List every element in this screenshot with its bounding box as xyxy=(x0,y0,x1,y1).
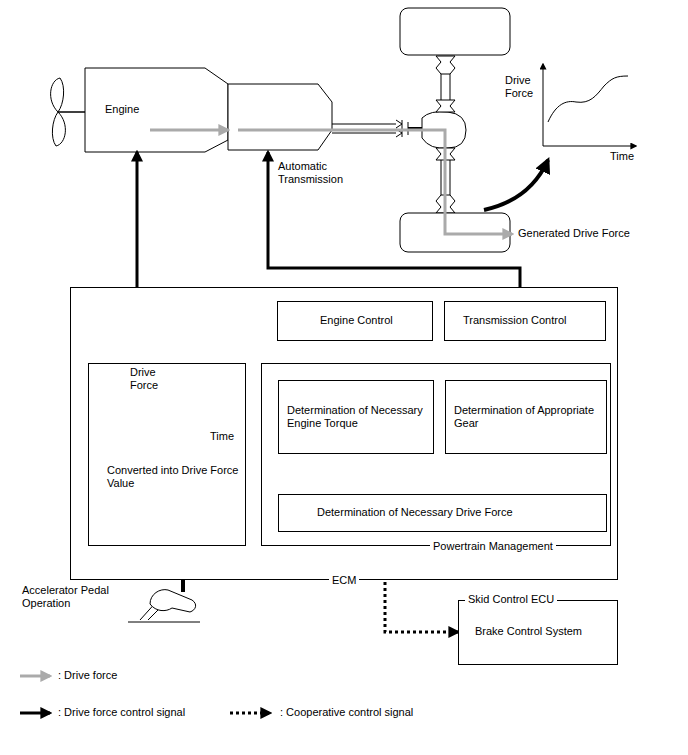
process-box: Engine Control xyxy=(277,301,433,341)
propeller-shaft xyxy=(332,124,396,125)
control-signal-arrow xyxy=(268,152,520,301)
legend-text: : Cooperative control signal xyxy=(280,706,413,719)
part-label: Accelerator Pedal Operation xyxy=(22,584,132,610)
engine: Engine xyxy=(85,68,150,152)
transmission: Automatic Transmission xyxy=(228,84,320,152)
box-text: Brake Control System xyxy=(475,625,615,638)
fan-blade xyxy=(51,78,64,112)
process-box: Converted into Drive Force Value xyxy=(88,363,246,546)
cv-boot xyxy=(436,100,455,112)
legend-sample xyxy=(20,712,50,715)
box-heading: Powertrain Management xyxy=(430,540,556,553)
curved-arrow xyxy=(484,160,548,210)
graph-curve xyxy=(548,76,628,122)
box-heading: Skid Control ECU xyxy=(465,593,557,606)
pinion-shaft xyxy=(408,127,422,129)
box-text: Converted into Drive Force Value xyxy=(107,464,242,490)
legend-sample xyxy=(230,712,270,715)
ecu-box: Skid Control ECUBrake Control System xyxy=(458,600,618,665)
cv-boot xyxy=(436,56,455,74)
group-box: Determination of Necessary Engine Torque… xyxy=(261,363,611,546)
propeller-shaft xyxy=(332,133,396,134)
ecm-box: Engine Control Transmission ControlConver… xyxy=(70,287,618,580)
process-box: Determination of Necessary Drive Force xyxy=(278,494,607,532)
graph-axis xyxy=(543,64,544,146)
pedal xyxy=(140,600,164,620)
axle xyxy=(450,148,451,213)
cv-boot xyxy=(436,195,455,213)
fan-shaft xyxy=(58,111,85,113)
legend-text: : Drive force control signal xyxy=(58,706,185,719)
box-heading: ECM xyxy=(329,574,359,587)
box-text: Engine xyxy=(105,103,139,116)
floor xyxy=(128,622,200,623)
engine-body xyxy=(85,68,228,152)
box-text: Determination of Appropriate Gear xyxy=(454,404,600,430)
wheel xyxy=(400,213,510,252)
transmission-body xyxy=(228,84,332,150)
process-box: Determination of Appropriate Gear xyxy=(445,380,607,454)
drive-force-arrow xyxy=(150,129,228,132)
axle xyxy=(441,56,442,112)
box-text: Transmission Control xyxy=(463,314,567,327)
universal-joint xyxy=(396,120,408,137)
differential xyxy=(422,112,466,149)
axis-label: Drive Force xyxy=(505,74,543,100)
part-label: Generated Drive Force xyxy=(518,227,630,240)
axis-label: Time xyxy=(210,430,234,443)
legend-sample xyxy=(20,675,50,678)
graph-axis xyxy=(543,146,636,147)
foot xyxy=(150,590,196,612)
axis-label: Time xyxy=(610,150,634,163)
axle xyxy=(450,56,451,112)
axis-label: Drive Force xyxy=(130,366,164,392)
legend-text: : Drive force xyxy=(58,669,117,682)
axle xyxy=(441,148,442,213)
wheel xyxy=(400,8,510,55)
box-text: Engine Control xyxy=(320,314,393,327)
process-box: Determination of Necessary Engine Torque xyxy=(278,380,434,454)
process-box: Transmission Control xyxy=(444,301,606,341)
box-text: Determination of Necessary Engine Torque xyxy=(287,404,427,430)
cv-boot xyxy=(436,148,455,160)
drive-force-path xyxy=(238,130,512,234)
box-text: Automatic Transmission xyxy=(278,160,360,186)
box-text: Determination of Necessary Drive Force xyxy=(317,506,513,519)
fan-blade xyxy=(52,112,65,146)
